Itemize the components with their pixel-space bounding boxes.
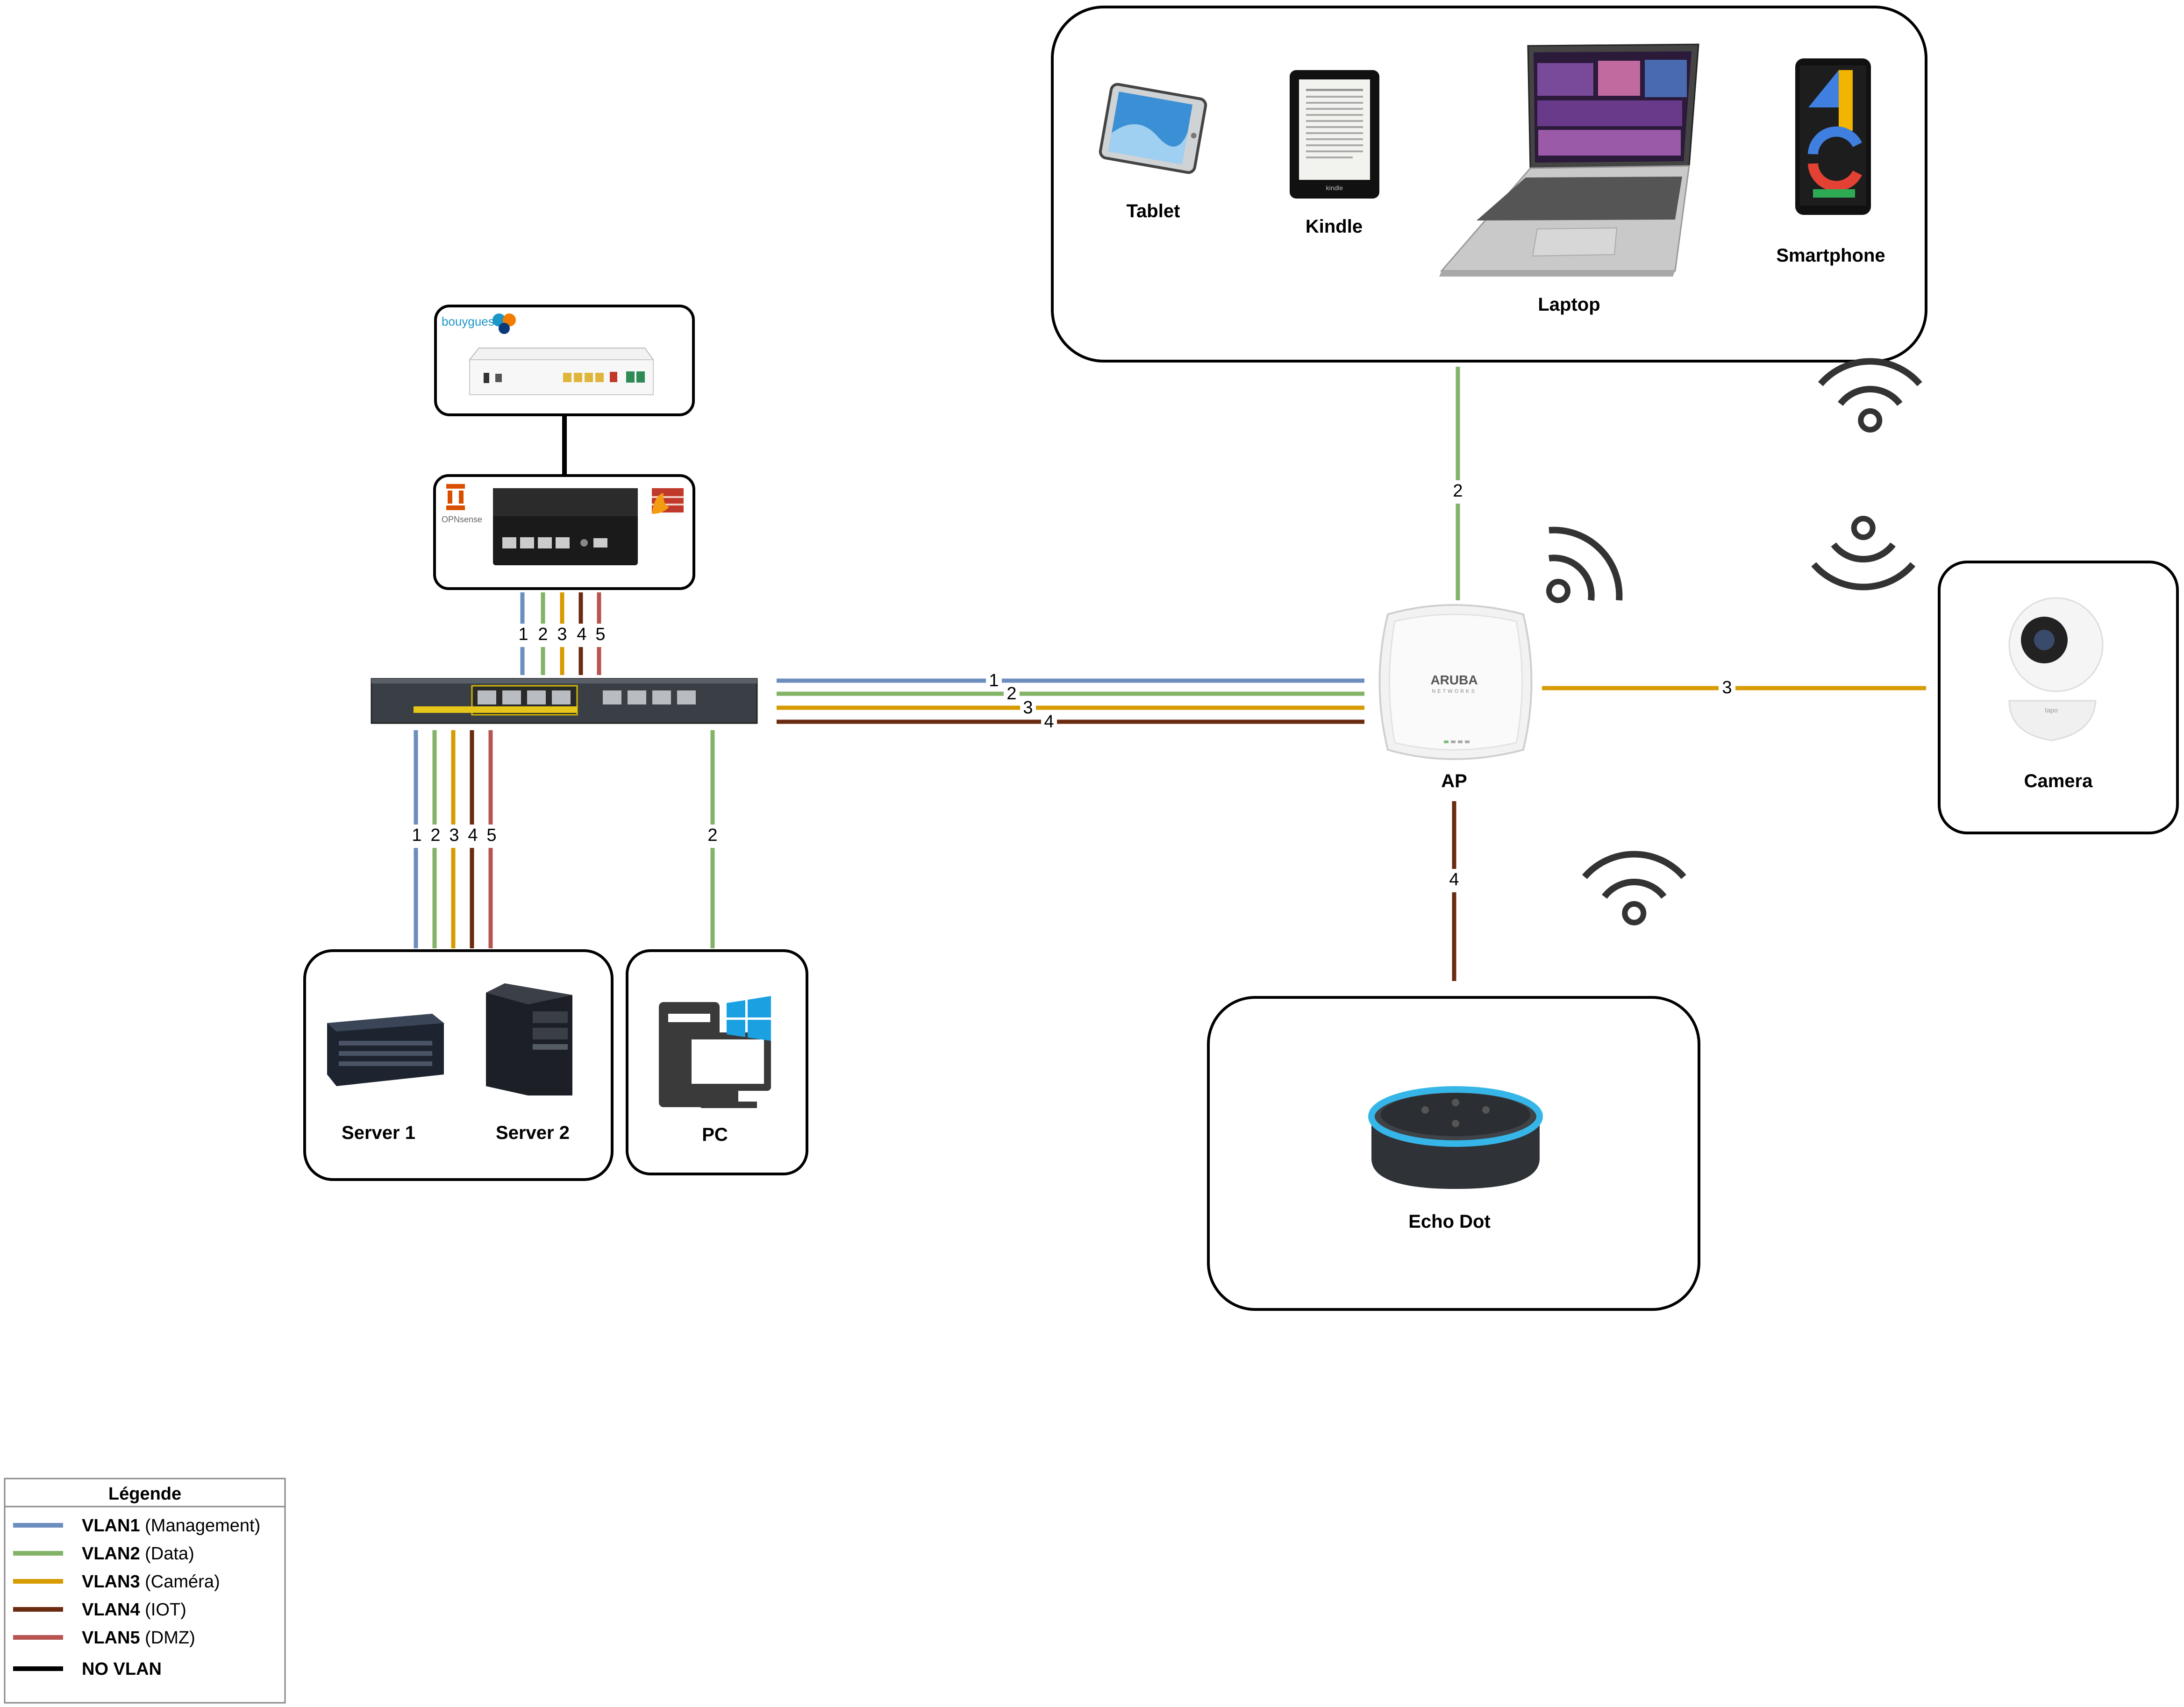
pc-image bbox=[659, 1002, 771, 1108]
firewall-brand-logo: OPNsense bbox=[442, 515, 482, 524]
ap-brand-sub: NETWORKS bbox=[1432, 689, 1477, 694]
tablet-label: Tablet bbox=[1127, 201, 1180, 221]
kindle-label: Kindle bbox=[1306, 216, 1363, 237]
wifi-icon bbox=[1546, 526, 1623, 603]
server-2-image bbox=[486, 983, 572, 1095]
tablet-image bbox=[1099, 83, 1207, 174]
switch-servers-label-4: 4 bbox=[468, 825, 478, 845]
legend-desc: (IOT) bbox=[145, 1600, 186, 1620]
legend-title: Légende bbox=[108, 1484, 181, 1504]
ap-echo-label: 4 bbox=[1449, 870, 1459, 889]
wifi-icon bbox=[1818, 358, 1922, 433]
echo-dot-image bbox=[1368, 1086, 1543, 1189]
svg-text:VLAN4 (IOT): VLAN4 (IOT) bbox=[82, 1600, 186, 1620]
legend: Légende VLAN1 (Management) VLAN2 (Data) … bbox=[4, 1478, 286, 1704]
isp-router-image bbox=[468, 348, 654, 395]
server-1-image bbox=[327, 1014, 444, 1086]
smartphone-label: Smartphone bbox=[1776, 245, 1885, 266]
legend-item-vlan3: VLAN3 (Caméra) bbox=[13, 1572, 220, 1592]
firewall[interactable]: OPNsense bbox=[433, 474, 695, 590]
tablet-device[interactable]: Tablet bbox=[1099, 83, 1207, 221]
access-point-image bbox=[1378, 604, 1533, 760]
legend-code: NO VLAN bbox=[82, 1659, 162, 1679]
legend-item-vlan4: VLAN4 (IOT) bbox=[13, 1600, 186, 1620]
legend-desc: (Data) bbox=[145, 1544, 194, 1564]
smartphone-device[interactable]: Smartphone bbox=[1776, 58, 1885, 266]
fw-switch-label-4: 4 bbox=[577, 625, 586, 644]
svg-text:NO VLAN: NO VLAN bbox=[82, 1659, 162, 1679]
windows-logo-icon bbox=[727, 996, 771, 1041]
isp-brand-logo: bouygues bbox=[442, 314, 494, 328]
switch-ap-label-2: 2 bbox=[1006, 684, 1016, 704]
laptop-label: Laptop bbox=[1538, 294, 1600, 315]
wireless-clients-group: Tablet kindle Kindle bbox=[1051, 6, 1927, 363]
echo-dot-device[interactable]: Echo Dot bbox=[1207, 996, 1700, 1311]
server-1-device[interactable]: Server 1 bbox=[327, 1014, 444, 1143]
legend-desc: (DMZ) bbox=[145, 1628, 195, 1648]
smartphone-image bbox=[1795, 58, 1871, 215]
ap-label: AP bbox=[1441, 771, 1467, 791]
server-2-label: Server 2 bbox=[496, 1123, 570, 1143]
legend-code: VLAN5 bbox=[82, 1628, 140, 1648]
legend-code: VLAN2 bbox=[82, 1544, 140, 1564]
svg-text:VLAN1 (Management): VLAN1 (Management) bbox=[82, 1516, 260, 1536]
camera-device[interactable]: tapo Camera bbox=[1938, 561, 2179, 834]
fw-switch-label-3: 3 bbox=[557, 625, 567, 644]
server-2-device[interactable]: Server 2 bbox=[486, 983, 572, 1143]
laptop-image bbox=[1439, 43, 1699, 277]
switch-servers-label-1: 1 bbox=[412, 825, 421, 845]
isp-router[interactable]: bouygues bbox=[434, 305, 695, 416]
legend-item-vlan5: VLAN5 (DMZ) bbox=[13, 1628, 195, 1648]
switch-ap-label-3: 3 bbox=[1023, 698, 1033, 718]
bouygues-logo-icon bbox=[492, 313, 516, 334]
camera-image: tapo bbox=[2008, 597, 2104, 741]
fw-switch-label-5: 5 bbox=[595, 625, 605, 644]
kindle-device[interactable]: kindle Kindle bbox=[1290, 70, 1379, 237]
network-switch[interactable] bbox=[371, 678, 758, 724]
server-1-label: Server 1 bbox=[342, 1123, 415, 1143]
pc-label: PC bbox=[702, 1124, 728, 1145]
legend-item-no-vlan: NO VLAN bbox=[13, 1659, 162, 1679]
kindle-image: kindle bbox=[1290, 70, 1379, 199]
ap-camera-label: 3 bbox=[1722, 678, 1732, 697]
legend-desc: (Management) bbox=[145, 1516, 260, 1536]
switch-servers-label-2: 2 bbox=[430, 825, 440, 845]
svg-text:VLAN3 (Caméra): VLAN3 (Caméra) bbox=[82, 1572, 220, 1592]
opnsense-logo-icon bbox=[446, 484, 465, 510]
links: 1 2 3 4 5 1 2 3 4 5 2 1 2 3 4 bbox=[407, 367, 1926, 981]
wifi-icon bbox=[1811, 516, 1916, 590]
camera-label: Camera bbox=[2024, 771, 2093, 791]
legend-item-vlan2: VLAN2 (Data) bbox=[13, 1544, 194, 1564]
switch-servers-label-5: 5 bbox=[486, 825, 496, 845]
pc-device[interactable]: PC bbox=[626, 949, 808, 1175]
legend-code: VLAN3 bbox=[82, 1572, 140, 1592]
laptop-device[interactable]: Laptop bbox=[1439, 43, 1699, 315]
servers-group: Server 1 Server 2 bbox=[303, 949, 614, 1181]
camera-brand-logo: tapo bbox=[2045, 706, 2057, 714]
switch-servers-label-3: 3 bbox=[449, 825, 459, 845]
ap-clients-label: 2 bbox=[1453, 481, 1463, 501]
legend-code: VLAN1 bbox=[82, 1516, 140, 1536]
svg-text:VLAN5 (DMZ): VLAN5 (DMZ) bbox=[82, 1628, 195, 1648]
legend-item-vlan1: VLAN1 (Management) bbox=[13, 1516, 260, 1536]
svg-text:VLAN2 (Data): VLAN2 (Data) bbox=[82, 1544, 194, 1564]
firewall-image bbox=[493, 488, 638, 565]
fw-switch-label-2: 2 bbox=[538, 625, 548, 644]
switch-pc-label: 2 bbox=[707, 825, 717, 845]
legend-code: VLAN4 bbox=[82, 1600, 140, 1620]
switch-ap-label-1: 1 bbox=[989, 671, 999, 690]
ap-brand-logo: ARUBA bbox=[1430, 673, 1477, 687]
kindle-brand-logo: kindle bbox=[1326, 184, 1343, 192]
echo-dot-label: Echo Dot bbox=[1408, 1211, 1491, 1232]
legend-desc: (Caméra) bbox=[145, 1572, 220, 1592]
firewall-flame-icon bbox=[652, 488, 684, 514]
fw-switch-label-1: 1 bbox=[518, 625, 528, 644]
wifi-icon bbox=[1582, 851, 1686, 925]
access-point[interactable]: ARUBA NETWORKS AP bbox=[1378, 604, 1533, 791]
switch-ap-label-4: 4 bbox=[1044, 712, 1054, 732]
